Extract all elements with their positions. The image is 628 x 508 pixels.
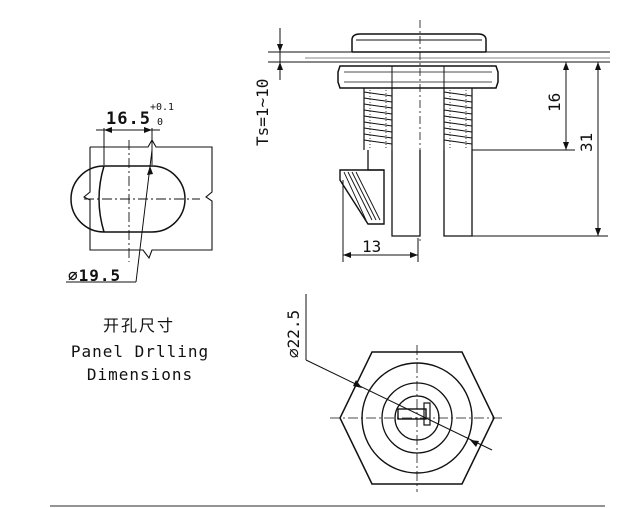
- front-diameter-label: ⌀22.5: [284, 310, 303, 358]
- cutout-tolerance-lower: 0: [157, 117, 163, 128]
- dimension-13-label: 13: [362, 237, 381, 256]
- panel-thickness-label: Ts=1~10: [253, 79, 272, 146]
- caption-english-line2: Dimensions: [86, 365, 194, 384]
- cutout-width-dim: 16.5: [106, 109, 151, 129]
- lock-side-view: [268, 20, 610, 262]
- panel-cutout-drawing: [66, 127, 213, 283]
- dimension-31-label: 31: [577, 133, 596, 152]
- dimension-16-label: 16: [545, 93, 564, 112]
- cutout-diameter-label: ⌀19.5: [68, 266, 121, 285]
- cutout-tolerance-upper: +0.1: [150, 102, 174, 113]
- lock-front-view: [305, 294, 505, 492]
- caption-chinese: 开孔尺寸: [102, 316, 175, 335]
- caption-english-line1: Panel Drlling: [70, 342, 210, 361]
